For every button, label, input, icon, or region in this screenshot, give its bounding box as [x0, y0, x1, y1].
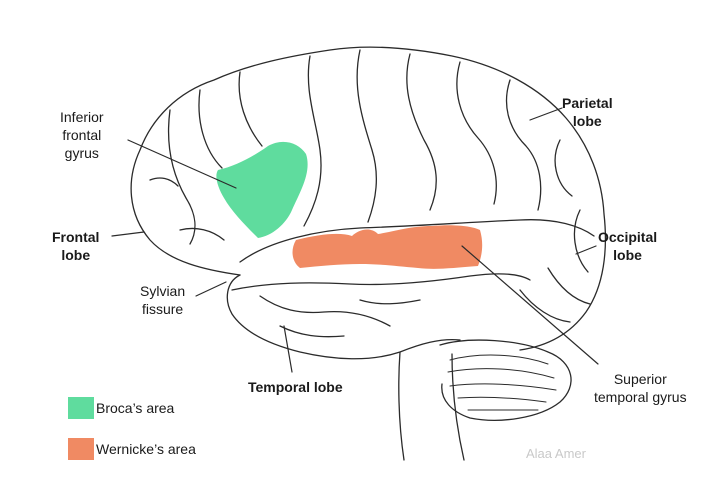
label-occipital-lobe: Occipital lobe — [598, 228, 657, 264]
label-line: lobe — [61, 247, 91, 263]
label-line: gyrus — [64, 145, 99, 161]
label-line: Parietal — [562, 95, 613, 111]
label-line: lobe — [613, 247, 642, 263]
label-line: frontal — [62, 127, 102, 143]
broca-area — [216, 141, 308, 238]
author-credit: Alaa Amer — [526, 446, 586, 461]
cerebellum-outline — [439, 339, 572, 421]
brain-outline — [130, 46, 607, 351]
label-frontal-lobe: Frontal lobe — [52, 228, 99, 264]
label-line: Superior — [613, 371, 667, 387]
label-inferior-frontal-gyrus: Inferior frontal gyrus — [60, 108, 104, 162]
label-line: lobe — [572, 113, 602, 129]
legend-item-wernicke: Wernicke’s area — [68, 437, 196, 461]
wernicke-area — [292, 225, 483, 269]
label-line: Frontal — [52, 229, 100, 245]
legend-label-wernicke: Wernicke’s area — [96, 441, 196, 457]
leader-frontal-lobe — [111, 231, 145, 237]
label-line: fissure — [141, 301, 184, 317]
leader-temporal — [283, 325, 293, 373]
legend-swatch-broca — [68, 397, 94, 419]
legend-label-broca: Broca’s area — [96, 400, 175, 416]
label-sylvian-fissure: Sylvian fissure — [140, 282, 185, 318]
label-temporal-lobe: Temporal lobe — [248, 379, 343, 395]
label-superior-temporal-gyrus: Superior temporal gyrus — [594, 370, 687, 406]
leader-inferior-frontal — [127, 139, 237, 189]
brainstem-outline — [398, 351, 465, 461]
temporal-outline — [226, 274, 461, 360]
legend-item-broca: Broca’s area — [68, 396, 174, 420]
leader-occipital — [575, 245, 597, 255]
legend-swatch-wernicke — [68, 438, 94, 460]
label-line: Inferior — [60, 109, 104, 125]
leader-parietal — [529, 107, 563, 121]
label-line: Sylvian — [140, 283, 186, 299]
leader-superior-temporal — [461, 245, 599, 365]
label-line: Occipital — [598, 229, 658, 245]
leader-sylvian — [195, 281, 227, 297]
label-line: temporal gyrus — [594, 389, 687, 405]
label-parietal-lobe: Parietal lobe — [562, 94, 613, 130]
